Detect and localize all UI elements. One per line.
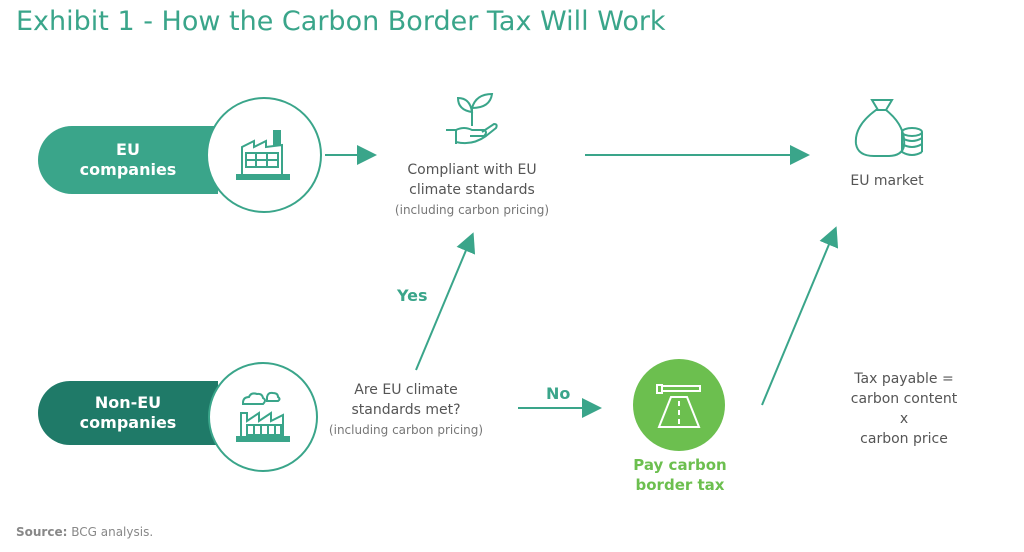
question-line1: Are EU climate	[354, 382, 458, 398]
toll-road-icon	[633, 359, 725, 451]
compliant-line2: climate standards	[409, 182, 535, 198]
formula-line4: carbon price	[860, 431, 948, 447]
formula-line1: Tax payable =	[854, 371, 954, 387]
eu-label-1: EU	[116, 140, 140, 159]
question-box: Are EU climate standards met? (including…	[306, 380, 506, 440]
polluting-factory-icon	[208, 362, 318, 472]
money-bag-icon	[854, 99, 923, 157]
compliant-note: (including carbon pricing)	[394, 203, 550, 217]
pay-line1: Pay carbon	[633, 456, 727, 474]
eu-label-2: companies	[79, 160, 177, 179]
arrow-tax-to-market	[761, 226, 839, 406]
source-text: BCG analysis.	[67, 525, 154, 539]
pay-tax-label: Pay carbon border tax	[600, 455, 760, 495]
formula-line2: carbon content	[850, 391, 958, 407]
tax-formula: Tax payable = carbon content x carbon pr…	[824, 369, 984, 449]
noneu-label-1: Non-EU	[94, 393, 162, 412]
plant-in-hand-icon	[446, 92, 498, 145]
eu-market-label: EU market	[850, 173, 924, 189]
source-label: Source:	[16, 525, 68, 539]
yes-label: Yes	[397, 286, 428, 305]
question-line2: standards met?	[351, 402, 461, 418]
pay-line2: border tax	[635, 476, 725, 494]
question-note: (including carbon pricing)	[328, 423, 484, 437]
no-label: No	[546, 384, 571, 403]
page-title: Exhibit 1 - How the Carbon Border Tax Wi…	[16, 6, 666, 37]
noneu-label-2: companies	[79, 413, 177, 432]
compliant-box: Compliant with EU climate standards (inc…	[372, 160, 572, 220]
source-note: Source: BCG analysis.	[16, 525, 153, 539]
factory-icon	[206, 97, 322, 213]
arrow-yes	[415, 232, 476, 371]
formula-line3: x	[899, 411, 909, 427]
compliant-line1: Compliant with EU	[407, 162, 537, 178]
